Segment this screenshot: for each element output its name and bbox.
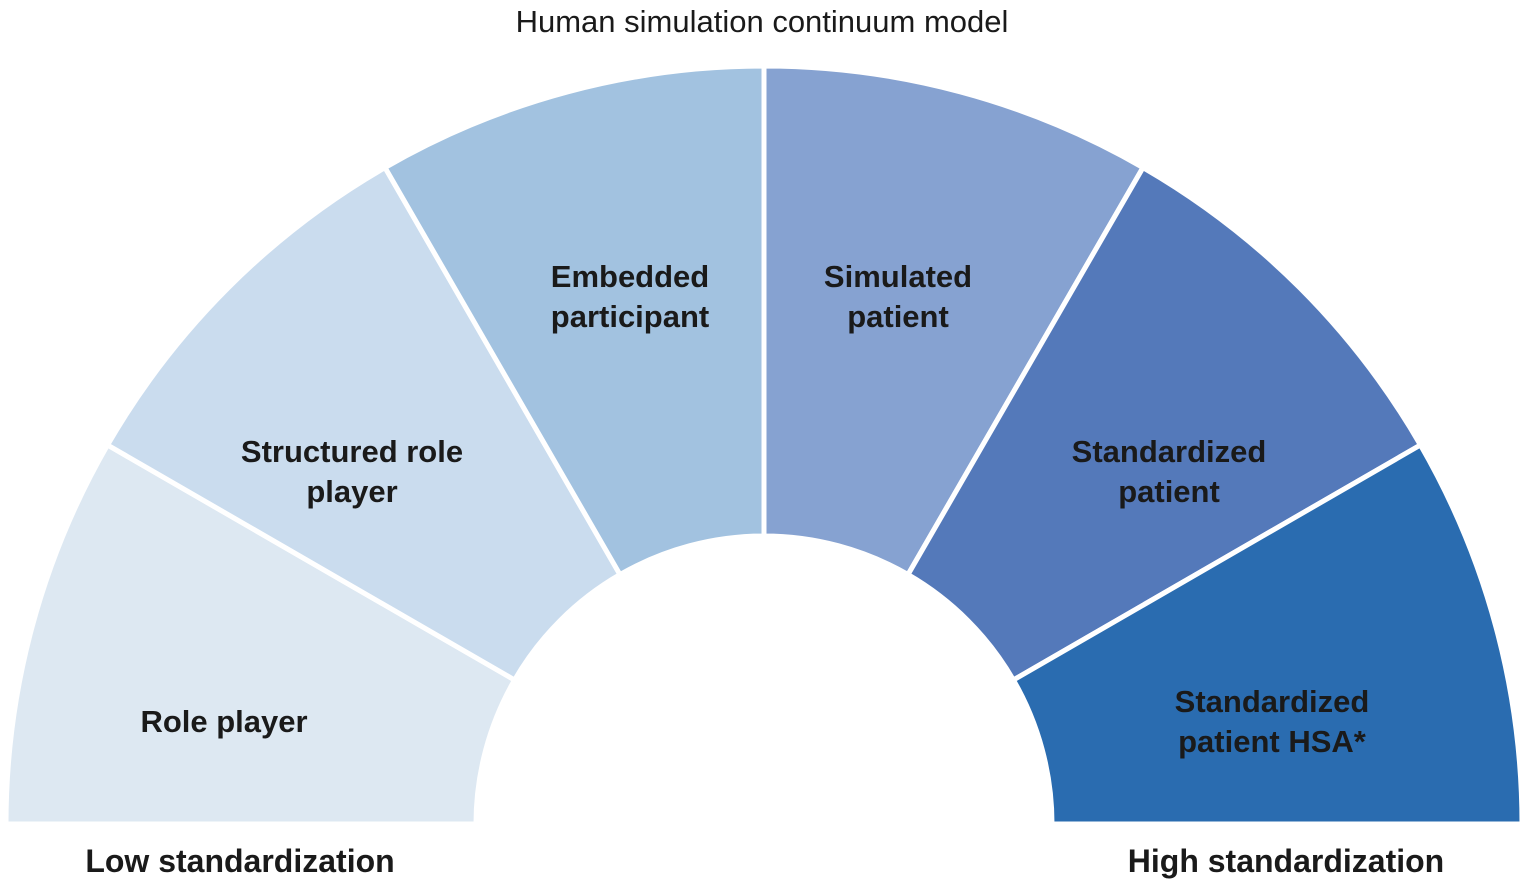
segment-label-line: patient HSA* <box>1178 724 1367 759</box>
segment-label-line: Standardized <box>1072 434 1267 469</box>
segment-label-line: patient <box>1118 474 1220 509</box>
segment-label-line: Standardized <box>1175 684 1370 719</box>
diagram-title: Human simulation continuum model <box>516 4 1009 39</box>
segment-label-line: Simulated <box>824 259 972 294</box>
segment-label-standardized-patient: Standardized patient <box>1072 434 1267 509</box>
segment-label-line: player <box>306 474 397 509</box>
segment-role-player <box>3 441 518 827</box>
segment-label-role-player: Role player <box>140 704 307 739</box>
segment-label-line: Role player <box>140 704 307 739</box>
segment-label-line: Structured role <box>241 434 463 469</box>
segment-label-structured-role-player: Structured role player <box>241 434 463 509</box>
segment-label-line: participant <box>551 299 709 334</box>
segment-embedded-participant <box>381 63 767 578</box>
high-standardization-label: High standardization <box>1128 843 1444 879</box>
segments-layer <box>3 63 1525 827</box>
segment-label-simulated-patient: Simulated patient <box>824 259 972 334</box>
segment-structured-role-player <box>104 164 624 684</box>
segment-simulated-patient <box>761 63 1147 578</box>
segment-label-line: Embedded <box>551 259 709 294</box>
segment-labels-layer: Role player Structured role player Embedded… <box>140 259 1369 759</box>
segment-label-standardized-patient-hsa: Standardized patient HSA* <box>1175 684 1370 759</box>
segment-label-embedded-participant: Embedded participant <box>551 259 709 334</box>
segment-label-line: patient <box>847 299 949 334</box>
low-standardization-label: Low standardization <box>85 843 394 879</box>
segment-standardized-patient <box>904 164 1424 684</box>
segment-standardized-patient-hsa <box>1010 441 1525 827</box>
